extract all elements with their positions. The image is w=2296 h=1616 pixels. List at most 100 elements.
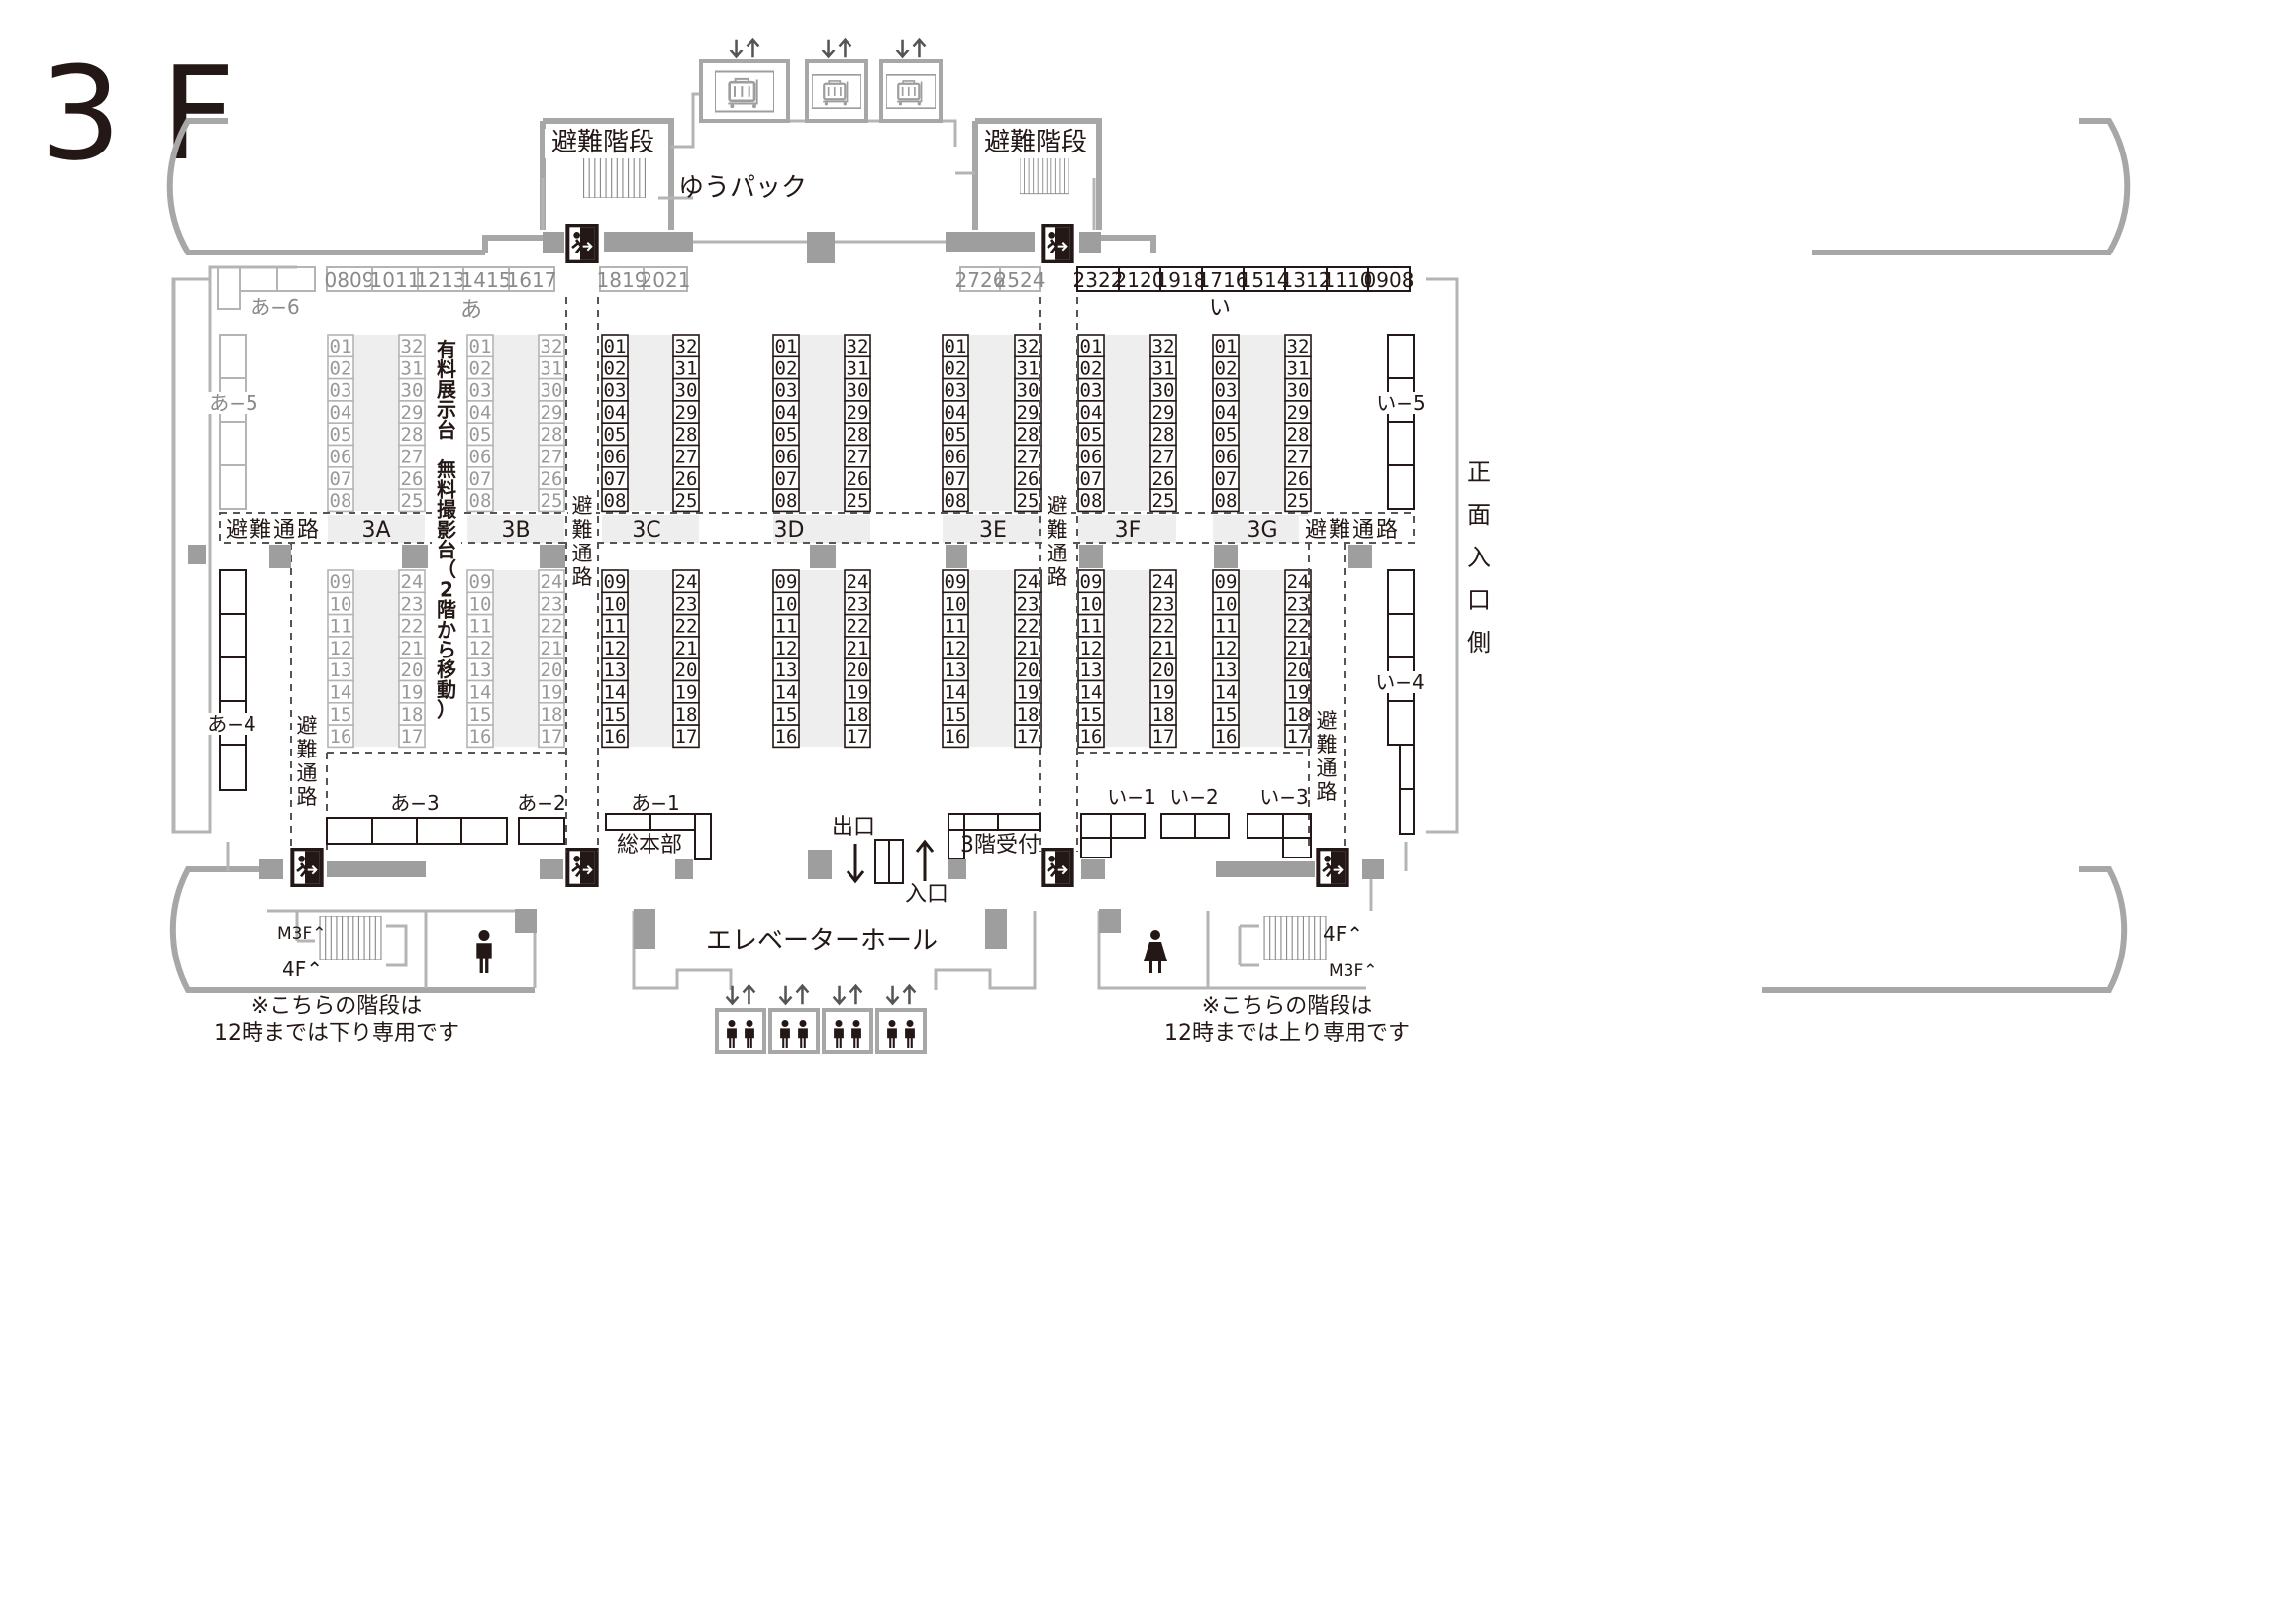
elevator-car	[875, 1008, 927, 1054]
headquarters-label: 総本部	[617, 833, 682, 858]
booth-number: 11	[1080, 616, 1103, 638]
aisle-middle	[602, 515, 699, 543]
booth-number: 16	[330, 726, 352, 748]
booth-number: 25	[847, 490, 869, 512]
booth-number: 08	[775, 490, 798, 512]
stairs-note-left-line2: 12時までは下り専用です	[214, 1021, 459, 1046]
booth-a3: あ−3	[326, 791, 508, 845]
top-booth-i-number: 1918	[1156, 268, 1207, 292]
booth-cell	[1212, 488, 1240, 513]
booth-a2: あ−2	[517, 791, 566, 845]
paid-text-char: ）	[437, 698, 456, 722]
booth-number: 30	[1152, 380, 1175, 402]
booth-cell	[601, 724, 629, 749]
booth-number: 03	[604, 380, 627, 402]
booth-number: 19	[675, 682, 698, 704]
booth-number: 21	[847, 638, 869, 659]
booth-cell	[1284, 488, 1312, 513]
booth-number: 13	[604, 659, 627, 681]
booth-number: 17	[675, 726, 698, 748]
paid-text-char: 展	[437, 377, 456, 401]
booth-number: 28	[1152, 424, 1175, 446]
booth-cell	[1149, 724, 1177, 749]
booth-cell	[844, 724, 871, 749]
paid-text-char: 台	[437, 418, 456, 442]
booth-number: 08	[1215, 490, 1238, 512]
a1-label: あ−1	[631, 791, 679, 815]
booth-number: 10	[469, 593, 492, 615]
booth-number: 10	[1215, 593, 1238, 615]
booth-number: 15	[330, 704, 352, 726]
booth-number: 07	[1215, 468, 1238, 490]
booth-number: 08	[469, 490, 492, 512]
top-booth-right-number: 2726	[955, 268, 1006, 292]
top-booth-a-number: 1011	[370, 268, 421, 292]
booth-a5: あ−5	[208, 334, 258, 510]
booth-number: 25	[401, 490, 424, 512]
booth-number: 20	[401, 659, 424, 681]
booth-number: 21	[541, 638, 563, 659]
booth-number: 11	[330, 616, 352, 638]
booth-number: 26	[1152, 468, 1175, 490]
elevator-car	[715, 1008, 766, 1054]
elevator-icon	[798, 1020, 808, 1048]
elevator-icon	[780, 1020, 790, 1048]
label-a: あ	[460, 298, 482, 323]
booth-number: 21	[1152, 638, 1175, 659]
booth-number: 31	[847, 357, 869, 379]
booth-number: 08	[604, 490, 627, 512]
booth-number: 06	[1080, 447, 1103, 468]
booth-number: 20	[1017, 659, 1040, 681]
booth-cell	[844, 488, 871, 513]
booth-i1: い−1	[1080, 785, 1156, 858]
booth-cell	[398, 724, 426, 749]
a3-label: あ−3	[390, 791, 439, 815]
top-booth-a-mid-cell	[643, 266, 688, 292]
booth-number: 07	[604, 468, 627, 490]
booth-number: 10	[604, 593, 627, 615]
booth-number: 09	[330, 571, 352, 593]
booth-number: 14	[330, 682, 352, 704]
booth-number: 01	[330, 336, 352, 357]
booth-number: 14	[775, 682, 798, 704]
booth-number: 26	[847, 468, 869, 490]
aisle-middle	[328, 515, 425, 543]
booth-a4: あ−4	[204, 569, 259, 791]
booth-number: 09	[604, 571, 627, 593]
paid-text-char: 撮	[437, 498, 457, 522]
elevator-icon	[887, 1020, 897, 1048]
aisle-top	[1104, 335, 1150, 511]
label-i: い	[1209, 296, 1231, 321]
top-booth-a-number: 0809	[325, 268, 375, 292]
i1-label: い−1	[1107, 785, 1155, 809]
booth-number: 24	[401, 571, 424, 593]
booth-number: 26	[675, 468, 698, 490]
booth-number: 22	[1017, 616, 1040, 638]
booth-number: 28	[541, 424, 563, 446]
aisle-top	[628, 335, 673, 511]
booth-number: 08	[945, 490, 967, 512]
booth-i5: い−5	[1376, 334, 1426, 510]
freight-elevator-icon	[886, 73, 936, 110]
entrance-label: 入口	[905, 882, 948, 907]
top-booth-i-number: 2322	[1073, 268, 1124, 292]
booth-number: 25	[541, 490, 563, 512]
booth-number: 19	[1287, 682, 1310, 704]
booth-number: 06	[775, 447, 798, 468]
booth-number: 04	[1080, 402, 1103, 424]
booth-number: 22	[1152, 616, 1175, 638]
booth-number: 04	[1215, 402, 1238, 424]
building-outline	[166, 92, 2131, 993]
booth-number: 11	[1215, 616, 1238, 638]
booth-number: 26	[1017, 468, 1040, 490]
exit-label: 出口	[832, 815, 875, 840]
booth-number: 32	[541, 336, 563, 357]
elevator-icon	[905, 1020, 915, 1048]
paid-text-char: 無	[437, 457, 456, 481]
top-booth-right-number: 2524	[995, 268, 1046, 292]
evac-route-left: 避難通路	[226, 518, 321, 543]
booth-number: 05	[1080, 424, 1103, 446]
booth-number: 25	[675, 490, 698, 512]
